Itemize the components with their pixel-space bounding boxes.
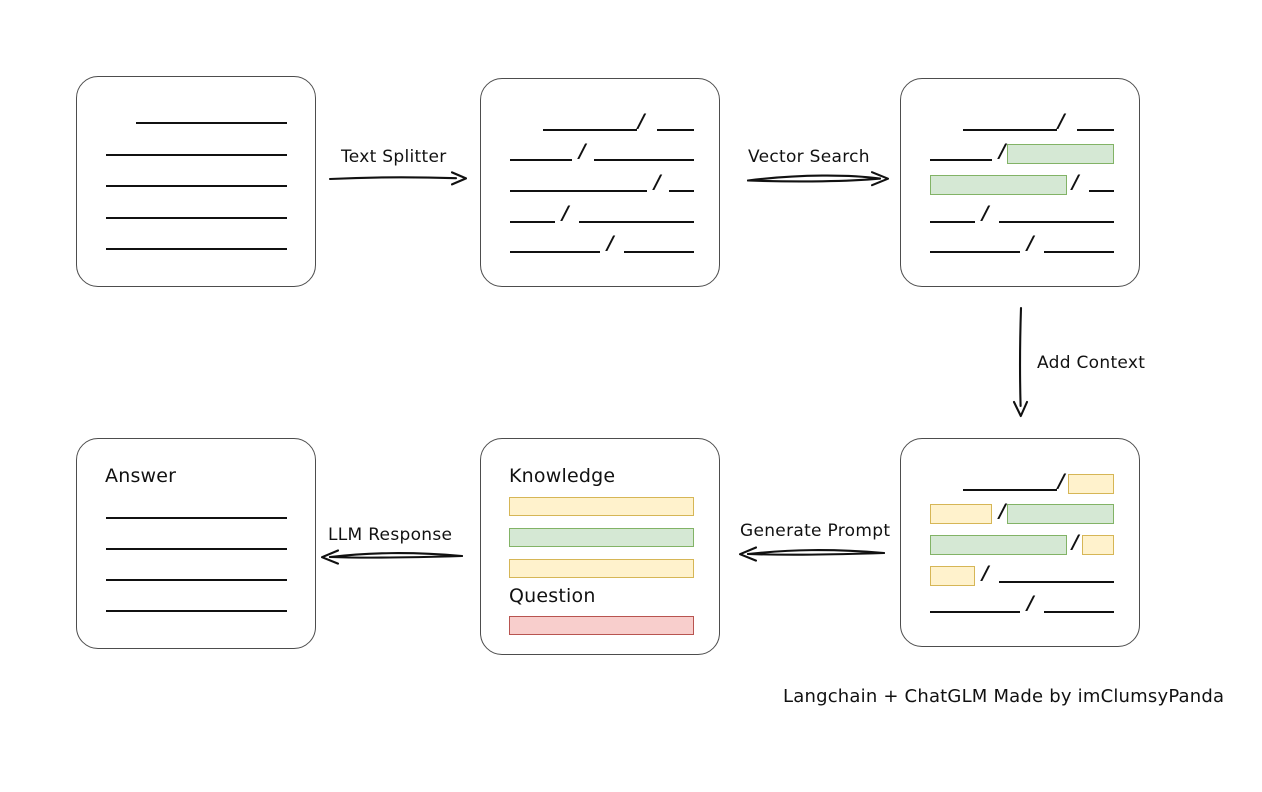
- separator-slash: /: [1027, 592, 1034, 614]
- diagram-caption: Langchain + ChatGLM Made by imClumsyPand…: [783, 686, 1225, 707]
- context-document-box[interactable]: / / / / /: [900, 438, 1140, 647]
- retrieved-document-box[interactable]: / / / / /: [900, 78, 1140, 287]
- chunk-line: [1044, 611, 1114, 613]
- answer-label: Answer: [105, 465, 177, 487]
- edge-label-add-context: Add Context: [1037, 353, 1146, 373]
- knowledge-bar[interactable]: [509, 528, 694, 547]
- split-document-box[interactable]: / / / / /: [480, 78, 720, 287]
- chunk-line: [930, 221, 975, 223]
- edge-label-text-splitter: Text Splitter: [341, 147, 447, 167]
- chunk-line: [930, 159, 992, 161]
- chunk-line: [657, 129, 694, 131]
- chunk-line: [930, 611, 1020, 613]
- retrieved-chunk-highlight[interactable]: [1007, 144, 1114, 164]
- answer-box[interactable]: Answer: [76, 438, 316, 649]
- separator-slash: /: [982, 562, 989, 584]
- answer-line: [106, 548, 287, 550]
- llm-response-arrow: [320, 549, 464, 565]
- edge-label-vector-search: Vector Search: [748, 147, 870, 167]
- chunk-line: [1089, 190, 1114, 192]
- chunk-line: [624, 251, 694, 253]
- chunk-line: [1077, 129, 1114, 131]
- context-chunk-highlight[interactable]: [1082, 535, 1114, 555]
- separator-slash: /: [1027, 232, 1034, 254]
- separator-slash: /: [607, 232, 614, 254]
- chunk-line: [669, 190, 694, 192]
- knowledge-bar[interactable]: [509, 497, 694, 516]
- separator-slash: /: [579, 140, 586, 162]
- answer-line: [106, 610, 287, 612]
- chunk-line: [963, 489, 1057, 491]
- chunk-line: [579, 221, 694, 223]
- source-document-box[interactable]: [76, 76, 316, 287]
- document-line: [136, 122, 287, 124]
- separator-slash: /: [1058, 470, 1065, 492]
- text-splitter-arrow: [328, 171, 468, 186]
- context-chunk-highlight[interactable]: [930, 566, 975, 586]
- separator-slash: /: [638, 110, 645, 132]
- separator-slash: /: [562, 202, 569, 224]
- chunk-line: [543, 129, 637, 131]
- context-chunk-highlight[interactable]: [930, 504, 992, 524]
- separator-slash: /: [1072, 171, 1079, 193]
- separator-slash: /: [1072, 531, 1079, 553]
- chunk-line: [510, 159, 572, 161]
- knowledge-bar[interactable]: [509, 559, 694, 578]
- document-line: [106, 217, 287, 219]
- add-context-arrow: [1012, 306, 1029, 418]
- separator-slash: /: [1058, 110, 1065, 132]
- context-chunk-highlight[interactable]: [1007, 504, 1114, 524]
- question-bar[interactable]: [509, 616, 694, 635]
- answer-line: [106, 579, 287, 581]
- question-label: Question: [509, 585, 596, 607]
- context-chunk-highlight[interactable]: [930, 535, 1067, 555]
- separator-slash: /: [999, 500, 1006, 522]
- chunk-line: [999, 221, 1114, 223]
- chunk-line: [510, 190, 647, 192]
- chunk-line: [510, 221, 555, 223]
- knowledge-label: Knowledge: [509, 465, 616, 487]
- context-chunk-highlight[interactable]: [1068, 474, 1114, 494]
- chunk-line: [999, 581, 1114, 583]
- separator-slash: /: [982, 202, 989, 224]
- chunk-line: [594, 159, 694, 161]
- edge-label-generate-prompt: Generate Prompt: [740, 521, 891, 541]
- document-line: [106, 185, 287, 187]
- retrieved-chunk-highlight[interactable]: [930, 175, 1067, 195]
- chunk-line: [930, 251, 1020, 253]
- prompt-box[interactable]: Knowledge Question: [480, 438, 720, 655]
- chunk-line: [510, 251, 600, 253]
- chunk-line: [963, 129, 1057, 131]
- vector-search-arrow: [746, 171, 890, 187]
- chunk-line: [1044, 251, 1114, 253]
- document-line: [106, 248, 287, 250]
- document-line: [106, 154, 287, 156]
- generate-prompt-arrow: [738, 546, 886, 562]
- separator-slash: /: [654, 171, 661, 193]
- separator-slash: /: [999, 140, 1006, 162]
- edge-label-llm-response: LLM Response: [328, 525, 453, 545]
- answer-line: [106, 517, 287, 519]
